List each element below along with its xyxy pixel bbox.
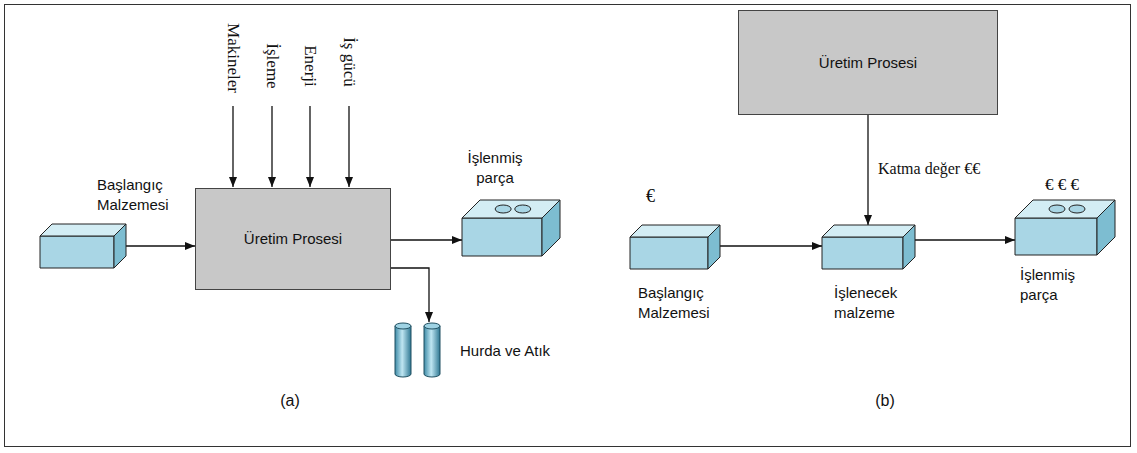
flow-arrow xyxy=(391,268,429,322)
scrap-cylinders xyxy=(393,322,443,378)
material-block: İşlenmiş parça xyxy=(462,200,560,256)
material-block: € € €İşlenmiş parça xyxy=(1015,200,1115,255)
flow-arrow xyxy=(915,239,1015,240)
flow-arrow xyxy=(126,245,195,246)
input-label: Enerji xyxy=(300,45,320,87)
input-arrow xyxy=(232,106,233,187)
block-shape xyxy=(822,225,915,269)
input-arrow xyxy=(309,106,310,187)
value-label: € € € xyxy=(1045,174,1105,196)
flow-arrow xyxy=(720,245,822,246)
node-label: Üretim Prosesi xyxy=(244,229,342,249)
node-label: İşlenecek malzeme xyxy=(834,283,924,323)
node-label: Üretim Prosesi xyxy=(819,53,917,73)
value-label: € xyxy=(646,185,676,207)
input-arrow xyxy=(348,106,349,187)
input-label: Makineler xyxy=(223,23,243,93)
input-arrow xyxy=(271,106,272,187)
block-shape xyxy=(462,200,560,256)
node-label: İşlenmiş parça xyxy=(1020,265,1100,305)
block-shape xyxy=(1015,200,1115,255)
input-label: İşleme xyxy=(262,43,282,88)
process-box: Üretim Prosesi xyxy=(195,188,391,290)
panel-label: (b) xyxy=(875,391,895,411)
material-block: Başlangıç Malzemesi xyxy=(40,224,126,268)
scrap-node: Hurda ve Atık xyxy=(393,322,443,378)
node-label: Hurda ve Atık xyxy=(460,341,580,361)
flow-arrow xyxy=(391,239,462,240)
node-label: İşlenmiş parça xyxy=(455,148,535,188)
input-label: İş gücü xyxy=(339,37,359,87)
block-shape xyxy=(40,224,126,268)
node-label: Başlangıç Malzemesi xyxy=(97,175,189,215)
flow-arrow xyxy=(867,115,868,225)
edge-label: Katma değer €€ xyxy=(876,159,982,179)
material-block: İşlenecek malzeme xyxy=(822,225,915,269)
block-shape xyxy=(630,225,720,269)
material-block: €Başlangıç Malzemesi xyxy=(630,225,720,269)
node-label: Başlangıç Malzemesi xyxy=(638,283,730,323)
process-box: Üretim Prosesi xyxy=(738,10,998,115)
panel-label: (a) xyxy=(280,391,300,411)
